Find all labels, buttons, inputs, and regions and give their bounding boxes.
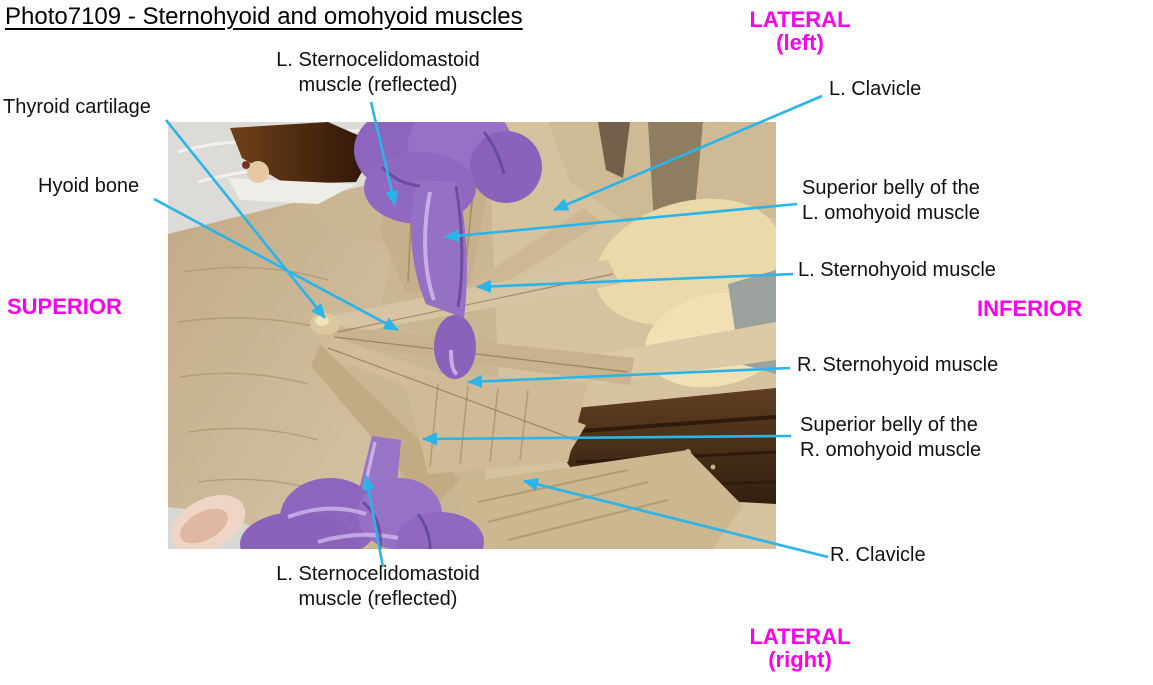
annotation-label-sternocleidomastoid-top: L. Sternocelidomastoid muscle (reflected)	[238, 48, 518, 98]
annotation-label-l-clavicle-line: L. Clavicle	[829, 78, 922, 100]
annotation-label-sternocleidomastoid-bottom: L. Sternocelidomastoid muscle (reflected)	[238, 562, 518, 612]
annotation-label-l-clavicle: L. Clavicle	[829, 77, 921, 102]
orientation-label-lateral-right-line: (right)	[768, 647, 832, 672]
specimen-photo	[168, 122, 776, 549]
annotation-label-sternocleidomastoid-bottom-line: muscle (reflected)	[298, 588, 458, 610]
annotation-label-r-sternohyoid-line: R. Sternohyoid muscle	[797, 354, 999, 376]
annotation-label-thyroid-cartilage: Thyroid cartilage	[3, 95, 151, 120]
annotation-label-r-sternohyoid: R. Sternohyoid muscle	[797, 353, 998, 378]
annotation-label-superior-belly-l-omohyoid: Superior belly of the L. omohyoid muscle	[802, 176, 980, 226]
annotation-label-hyoid-bone-line: Hyoid bone	[38, 175, 140, 197]
cat-ear	[170, 495, 246, 549]
orientation-label-inferior-line: INFERIOR	[977, 296, 1083, 321]
annotation-label-superior-belly-l-omohyoid-line: L. omohyoid muscle	[802, 202, 980, 224]
orientation-label-lateral-left: LATERAL(left)	[740, 8, 860, 54]
orientation-label-superior-line: SUPERIOR	[7, 294, 122, 319]
annotation-label-superior-belly-l-omohyoid-line: Superior belly of the	[802, 177, 980, 199]
orientation-label-lateral-left-line: (left)	[776, 30, 824, 55]
annotation-label-hyoid-bone: Hyoid bone	[38, 174, 139, 199]
glove-bottom	[240, 436, 484, 549]
annotation-label-sternocleidomastoid-top-line: muscle (reflected)	[298, 74, 458, 96]
orientation-label-lateral-right-line: LATERAL	[749, 624, 851, 649]
orientation-label-superior: SUPERIOR	[7, 295, 122, 318]
annotation-label-thyroid-cartilage-line: Thyroid cartilage	[3, 96, 151, 118]
annotation-label-sternocleidomastoid-top-line: L. Sternocelidomastoid	[276, 49, 480, 71]
page-title: Photo7109 - Sternohyoid and omohyoid mus…	[5, 3, 523, 30]
annotation-label-superior-belly-r-omohyoid: Superior belly of the R. omohyoid muscle	[800, 413, 981, 463]
annotation-label-sternocleidomastoid-bottom-line: L. Sternocelidomastoid	[276, 563, 480, 585]
specimen-photo-art	[168, 122, 776, 549]
orientation-label-lateral-right: LATERAL(right)	[740, 625, 860, 671]
annotation-label-l-sternohyoid: L. Sternohyoid muscle	[798, 258, 996, 283]
orientation-label-inferior: INFERIOR	[977, 297, 1082, 320]
annotation-label-superior-belly-r-omohyoid-line: Superior belly of the	[800, 414, 978, 436]
annotation-label-superior-belly-r-omohyoid-line: R. omohyoid muscle	[800, 439, 982, 461]
annotation-label-r-clavicle-line: R. Clavicle	[830, 544, 926, 566]
annotation-label-r-clavicle: R. Clavicle	[830, 543, 926, 568]
annotation-label-l-sternohyoid-line: L. Sternohyoid muscle	[798, 259, 996, 281]
orientation-label-lateral-left-line: LATERAL	[749, 7, 851, 32]
